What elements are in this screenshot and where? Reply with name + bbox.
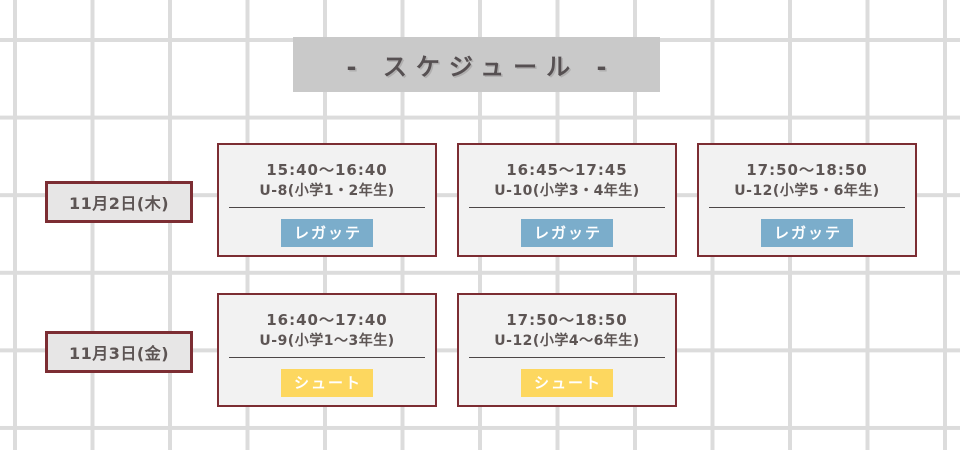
session-group: U-12(小学5・6年生) bbox=[734, 183, 880, 199]
session-time: 15:40〜16:40 bbox=[266, 161, 388, 179]
team-badge: シュート bbox=[280, 369, 373, 397]
divider bbox=[469, 357, 665, 358]
session-card: 16:45〜17:45 U-10(小学3・4年生) レガッテ bbox=[457, 143, 677, 257]
schedule-title-banner: - スケジュール - bbox=[293, 37, 660, 92]
date-label-text: 11月2日(木) bbox=[68, 194, 170, 213]
session-card: 17:50〜18:50 U-12(小学5・6年生) レガッテ bbox=[697, 143, 917, 257]
session-group: U-12(小学4〜6年生) bbox=[494, 333, 640, 349]
session-group: U-10(小学3・4年生) bbox=[494, 183, 640, 199]
session-group: U-9(小学1〜3年生) bbox=[259, 333, 395, 349]
session-time: 16:45〜17:45 bbox=[506, 161, 628, 179]
date-label-nov3: 11月3日(金) bbox=[45, 331, 193, 373]
divider bbox=[229, 357, 425, 358]
date-label-text: 11月3日(金) bbox=[68, 344, 170, 363]
date-label-nov2: 11月2日(木) bbox=[45, 181, 193, 223]
divider bbox=[229, 207, 425, 208]
divider bbox=[469, 207, 665, 208]
team-badge: レガッテ bbox=[760, 219, 853, 247]
schedule-title: - スケジュール - bbox=[346, 53, 616, 81]
session-time: 17:50〜18:50 bbox=[506, 311, 628, 329]
divider bbox=[709, 207, 905, 208]
session-card: 17:50〜18:50 U-12(小学4〜6年生) シュート bbox=[457, 293, 677, 407]
session-time: 16:40〜17:40 bbox=[266, 311, 388, 329]
session-card: 15:40〜16:40 U-8(小学1・2年生) レガッテ bbox=[217, 143, 437, 257]
session-time: 17:50〜18:50 bbox=[746, 161, 868, 179]
team-badge: レガッテ bbox=[280, 219, 373, 247]
session-card: 16:40〜17:40 U-9(小学1〜3年生) シュート bbox=[217, 293, 437, 407]
team-badge: レガッテ bbox=[520, 219, 613, 247]
team-badge: シュート bbox=[520, 369, 613, 397]
session-group: U-8(小学1・2年生) bbox=[259, 183, 395, 199]
